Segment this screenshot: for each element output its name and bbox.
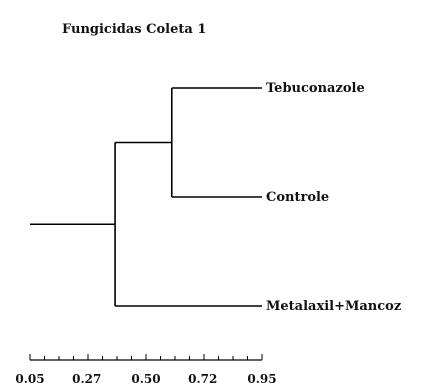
distance-scale: 0.05 0.27 0.50 0.72 0.95 <box>15 354 277 386</box>
scale-tick-label: 0.27 <box>72 372 101 386</box>
leaf-label-controle: Controle <box>266 190 329 205</box>
scale-tick-label: 0.72 <box>188 372 217 386</box>
scale-tick-label: 0.05 <box>15 372 44 386</box>
leaf-label-tebuconazole: Tebuconazole <box>266 81 365 96</box>
scale-ticks <box>29 354 263 360</box>
dendrogram-branches <box>30 87 262 307</box>
leaf-label-metalaxil-mancoz: Metalaxil+Mancoz <box>266 299 401 314</box>
leaf-labels: Tebuconazole Controle Metalaxil+Mancoz <box>266 81 401 314</box>
scale-tick-label: 0.50 <box>131 372 160 386</box>
figure-title: Fungicidas Coleta 1 <box>62 22 207 37</box>
scale-tick-label: 0.95 <box>247 372 276 386</box>
